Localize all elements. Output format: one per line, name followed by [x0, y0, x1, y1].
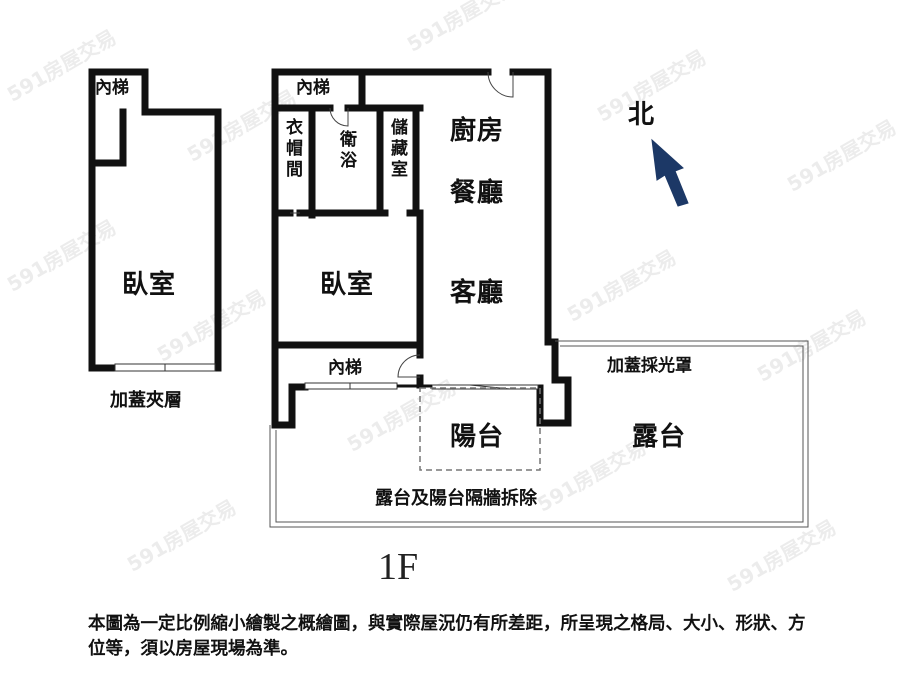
stair-top-label: 內梯 [296, 78, 330, 98]
stair-window [304, 382, 398, 390]
stair-door-swing [397, 354, 421, 378]
disclaimer-text: 本圖為一定比例縮小繪製之概繪圖，與實際屋況仍有所差距，所呈現之格局、大小、形狀、… [88, 614, 806, 659]
terrace-inner-line [275, 345, 804, 523]
terrace-outer-line [269, 340, 809, 528]
right-step-wall [536, 338, 572, 427]
bedroom-label: 臥室 [320, 270, 375, 300]
mezzanine-stair-wall [88, 108, 127, 167]
wall-removed-note: 露台及陽台隔牆拆除 [375, 488, 537, 509]
balcony-label: 陽台 [450, 422, 505, 452]
mezzanine-wall [88, 68, 222, 372]
north-label: 北 [628, 100, 655, 130]
mezzanine-stair-label: 內梯 [95, 78, 129, 98]
bath-door-swing [329, 107, 349, 127]
balcony-dashed-outline [419, 387, 541, 471]
stair-bottom-label: 內梯 [328, 358, 362, 378]
kitchen-label: 廚房 [450, 116, 505, 146]
mezzanine-bedroom-label: 臥室 [122, 270, 177, 300]
main-wall-top-right [509, 68, 552, 346]
storage-label: 儲藏室 [387, 118, 407, 181]
entry-door-swing [487, 71, 514, 98]
floor-label: 1F [378, 546, 419, 588]
bathroom-label: 衛浴 [336, 130, 356, 172]
lower-left-wall [271, 383, 309, 429]
terrace-label: 露台 [632, 422, 687, 452]
dining-label: 餐廳 [450, 178, 505, 208]
mezzanine-caption: 加蓋夾層 [110, 390, 182, 411]
closet-label: 衣帽間 [282, 118, 302, 181]
skylight-label: 加蓋採光罩 [607, 356, 692, 376]
living-room-label: 客廳 [450, 278, 505, 308]
north-arrow-icon [651, 138, 689, 207]
